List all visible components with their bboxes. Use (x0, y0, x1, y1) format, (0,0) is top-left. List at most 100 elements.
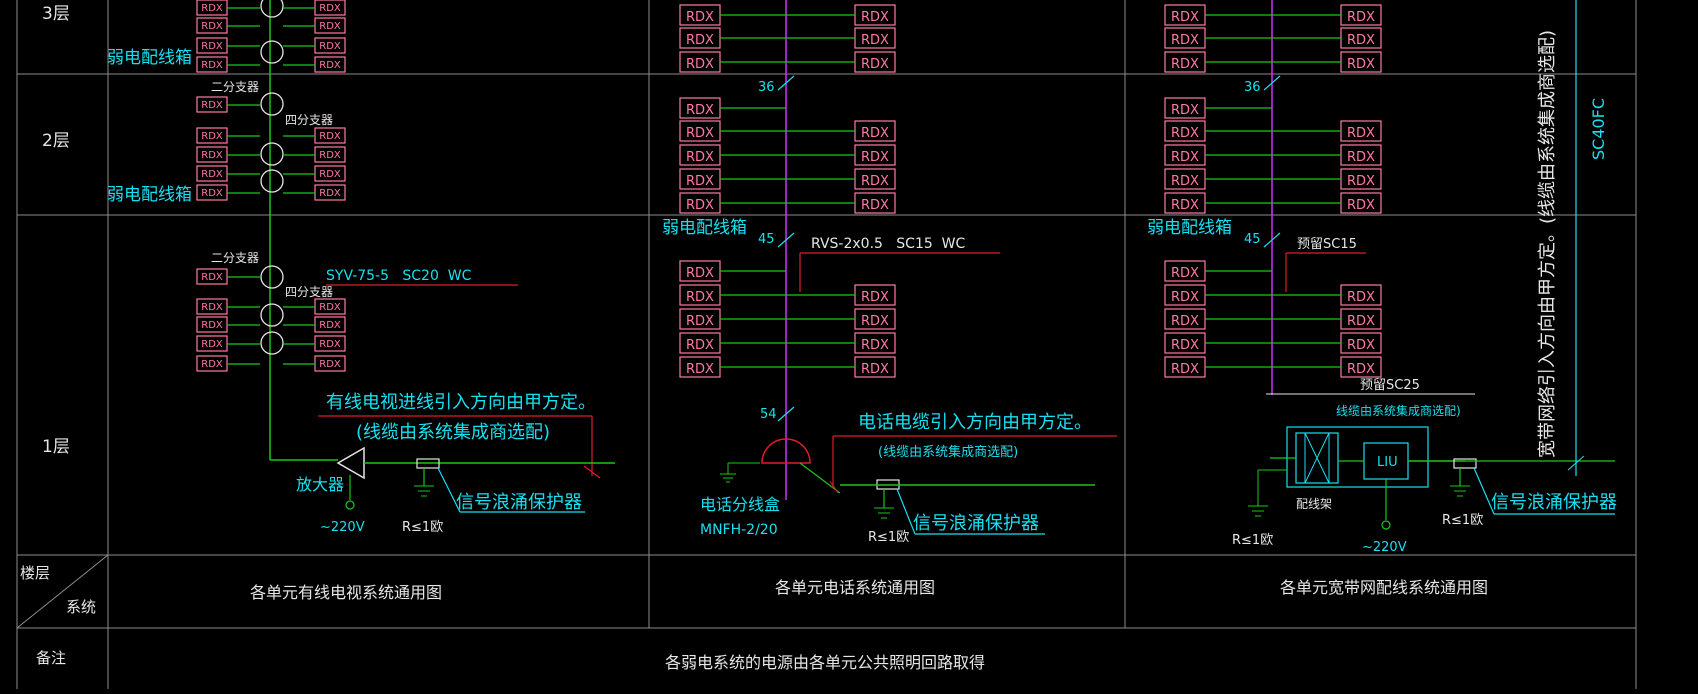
rdx-outlet: RDX (196, 184, 228, 201)
rdx-outlet: RDX (1340, 51, 1382, 73)
rdx-outlet: RDX (1340, 27, 1382, 49)
net-cable-note: 线缆由系统集成商选配) (1336, 403, 1461, 418)
rdx-outlet: RDX (1164, 51, 1206, 73)
net-ground-r-1: R≤1欧 (1232, 533, 1273, 548)
rdx-outlet: RDX (1164, 284, 1206, 306)
rdx-outlet: RDX (1164, 120, 1206, 142)
tv-box-label-2f: 弱电配线箱 (107, 185, 192, 205)
network-outlets-layer: RDXRDXRDXRDXRDXRDXRDXRDXRDXRDXRDXRDXRDXR… (1164, 4, 1382, 378)
rdx-outlet-label: RDX (319, 60, 341, 71)
net-ground-r-2: R≤1欧 (1442, 513, 1483, 528)
rdx-outlet-label: RDX (686, 198, 714, 213)
phone-pair-count-1f: 45 (758, 232, 775, 247)
rdx-outlet: RDX (679, 4, 721, 26)
rdx-outlet-label: RDX (686, 103, 714, 118)
rdx-outlet-label: RDX (319, 169, 341, 180)
rdx-outlet-label: RDX (686, 338, 714, 353)
rdx-outlet: RDX (1164, 260, 1206, 282)
phone-box-name: 电话分线盒 (700, 495, 780, 514)
rdx-outlet-label: RDX (861, 314, 889, 329)
rdx-outlet: RDX (679, 260, 721, 282)
rdx-outlet-label: RDX (1171, 150, 1199, 165)
rdx-outlet-label: RDX (861, 33, 889, 48)
rdx-outlet: RDX (1164, 4, 1206, 26)
rdx-outlet: RDX (854, 356, 896, 378)
rdx-outlet-label: RDX (686, 362, 714, 377)
rdx-outlet-label: RDX (1347, 362, 1375, 377)
rdx-outlet-label: RDX (686, 266, 714, 281)
rdx-outlet-label: RDX (1171, 362, 1199, 377)
phone-box-label-1f: 弱电配线箱 (662, 218, 747, 238)
rdx-outlet-label: RDX (1171, 103, 1199, 118)
splitter-icon (260, 40, 284, 64)
rdx-outlet: RDX (196, 335, 228, 352)
splitter-icon (260, 265, 284, 289)
rdx-outlet-label: RDX (319, 320, 341, 331)
rdx-outlet: RDX (679, 356, 721, 378)
splitter-icon (260, 0, 284, 18)
rdx-outlet: RDX (1340, 308, 1382, 330)
rdx-outlet: RDX (679, 51, 721, 73)
phone-entry-note-1: 电话电缆引入方向由甲方定。 (858, 412, 1092, 433)
rdx-outlet: RDX (196, 316, 228, 333)
tv-cable-spec: SYV-75-5 SC20 WC (326, 268, 472, 284)
splitter2-label-2f: 二分支器 (211, 80, 259, 94)
rdx-outlet: RDX (1164, 27, 1206, 49)
rdx-outlet-label: RDX (319, 21, 341, 32)
rdx-outlet: RDX (314, 184, 346, 201)
tv-surge-protector-icon (416, 458, 440, 469)
tv-surge-label: 信号浪涌保护器 (456, 492, 582, 513)
net-count-2f: 36 (1244, 80, 1261, 95)
rdx-outlet: RDX (854, 120, 896, 142)
rdx-outlet: RDX (196, 56, 228, 73)
table-grid (16, 0, 1637, 689)
rdx-outlet: RDX (314, 56, 346, 73)
rdx-outlet-label: RDX (319, 339, 341, 350)
rdx-outlet-label: RDX (201, 21, 223, 32)
phone-cable-spec: RVS-2x0.5 SC15 WC (811, 236, 966, 252)
rdx-outlet: RDX (679, 27, 721, 49)
rdx-outlet: RDX (314, 37, 346, 54)
rdx-outlet: RDX (196, 37, 228, 54)
rdx-outlet: RDX (679, 192, 721, 214)
floor-labels: 3层 2层 1层 (42, 4, 70, 457)
rdx-outlet-label: RDX (1171, 314, 1199, 329)
rdx-outlet-label: RDX (1171, 174, 1199, 189)
rdx-outlet: RDX (679, 284, 721, 306)
net-vertical-note: 宽带网络引入方向由甲方定。(线缆由系统集成商选配) (1537, 30, 1558, 458)
rdx-outlet: RDX (196, 0, 228, 16)
tv-system: RDX RDX RDX RDX RDX RDX RDX RDX RDX RDX RDX RDX RDX R… (107, 0, 615, 535)
rdx-outlet-label: RDX (319, 359, 341, 370)
rdx-outlet-label: RDX (201, 320, 223, 331)
phone-system: RDXRDXRDXRDXRDXRDXRDXRDXRDXRDXRDXRDXRDXR… (662, 0, 1117, 545)
rdx-outlet: RDX (854, 192, 896, 214)
rdx-outlet-label: RDX (861, 198, 889, 213)
rdx-outlet-label: RDX (861, 338, 889, 353)
table-headers: 楼层 系统 各单元有线电视系统通用图 各单元电话系统通用图 各单元宽带网配线系统… (20, 564, 1488, 672)
net-count-1f: 45 (1244, 232, 1261, 247)
rdx-outlet-label: RDX (319, 3, 341, 14)
rdx-outlet: RDX (196, 96, 228, 113)
tv-ground-r: R≤1欧 (402, 520, 443, 535)
rdx-outlet-label: RDX (861, 290, 889, 305)
rdx-outlet-label: RDX (1347, 126, 1375, 141)
remark-label: 备注 (36, 649, 66, 667)
rdx-outlet: RDX (1164, 332, 1206, 354)
tv-entry-note-2: (线缆由系统集成商选配) (356, 422, 550, 443)
rdx-outlet-label: RDX (1347, 174, 1375, 189)
rdx-outlet: RDX (854, 284, 896, 306)
floor-label-3: 3层 (42, 4, 70, 24)
splitter4-label-2f: 四分支器 (285, 113, 333, 127)
rdx-outlet-label: RDX (686, 126, 714, 141)
rdx-outlet: RDX (854, 332, 896, 354)
rdx-outlet: RDX (679, 332, 721, 354)
rdx-outlet: RDX (1164, 97, 1206, 119)
rdx-outlet: RDX (679, 308, 721, 330)
net-box-label-1f: 弱电配线箱 (1147, 218, 1232, 238)
rdx-outlet: RDX (314, 355, 346, 372)
rdx-outlet: RDX (314, 298, 346, 315)
rdx-outlet-label: RDX (201, 272, 223, 283)
tv-box-label-3f: 弱电配线箱 (107, 48, 192, 68)
floor-label-1: 1层 (42, 437, 70, 457)
